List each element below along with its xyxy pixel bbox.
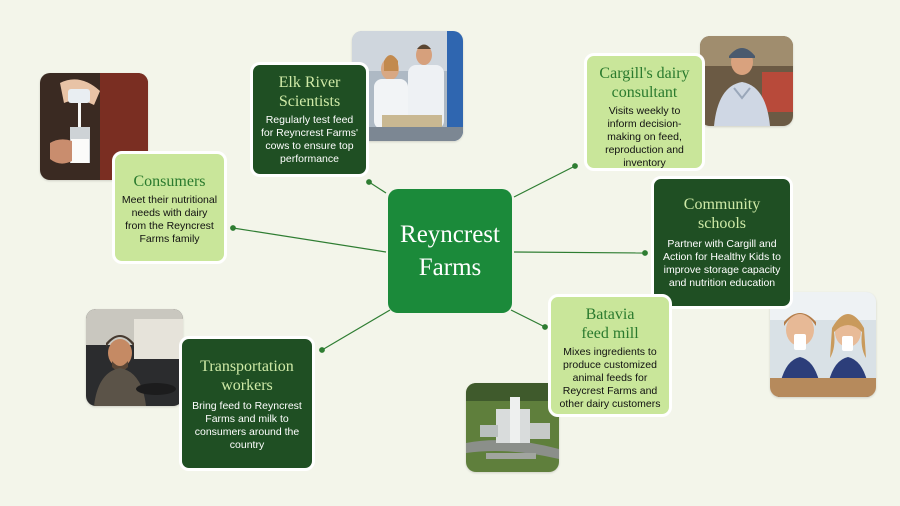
connector-dot-batavia-mill — [542, 324, 548, 330]
node-transportation-workers: Transportation workers Bring feed to Rey… — [179, 336, 315, 471]
children-drinking-milk-photo — [770, 292, 876, 397]
node-title: Community schools — [683, 196, 761, 232]
node-description: Visits weekly to inform decision-making … — [605, 105, 684, 169]
node-batavia-feed-mill: Batavia feed mill Mixes ingredients to p… — [548, 294, 672, 417]
node-consumers: Consumers Meet their nutritional needs w… — [112, 151, 227, 264]
node-description: Bring feed to Reyncrest Farms and milk t… — [192, 400, 302, 451]
connector-batavia-mill — [510, 309, 546, 328]
node-title: Transportation workers — [200, 358, 294, 394]
connector-transportation — [321, 309, 391, 351]
connector-consumers — [232, 227, 387, 253]
node-description: Meet their nutritional needs with dairy … — [121, 194, 218, 245]
node-title: Elk River Scientists — [278, 74, 341, 110]
node-title: Consumers — [133, 173, 206, 190]
connector-dot-community-schools — [642, 250, 648, 256]
connector-cargill-consultant — [513, 165, 576, 198]
node-title: Batavia feed mill — [581, 306, 639, 342]
center-title: Reyncrest Farms — [400, 221, 500, 281]
node-title: Cargill's dairy consultant — [599, 65, 690, 101]
node-elk-river-scientists: Elk River Scientists Regularly test feed… — [250, 62, 369, 177]
truck-driver-photo — [86, 309, 183, 406]
node-cargill-dairy-consultant: Cargill's dairy consultant Visits weekly… — [584, 53, 705, 171]
node-description: Mixes ingredients to produce customized … — [559, 346, 661, 410]
connector-dot-elk-river — [366, 179, 372, 185]
scientists-in-lab-coats-photo — [352, 31, 463, 141]
center-hub-reyncrest-farms: Reyncrest Farms — [388, 189, 512, 313]
connector-dot-consumers — [230, 225, 236, 231]
connector-dot-transportation — [319, 347, 325, 353]
consultant-in-barn-photo — [700, 36, 793, 126]
feed-mill-aerial-photo — [466, 383, 559, 472]
node-description: Regularly test feed for Reyncrest Farms'… — [260, 114, 359, 165]
node-description: Partner with Cargill and Action for Heal… — [663, 238, 781, 289]
node-community-schools: Community schools Partner with Cargill a… — [651, 176, 793, 309]
connector-elk-river — [368, 181, 387, 194]
connector-dot-cargill-consultant — [572, 163, 578, 169]
connector-community-schools — [513, 251, 646, 254]
